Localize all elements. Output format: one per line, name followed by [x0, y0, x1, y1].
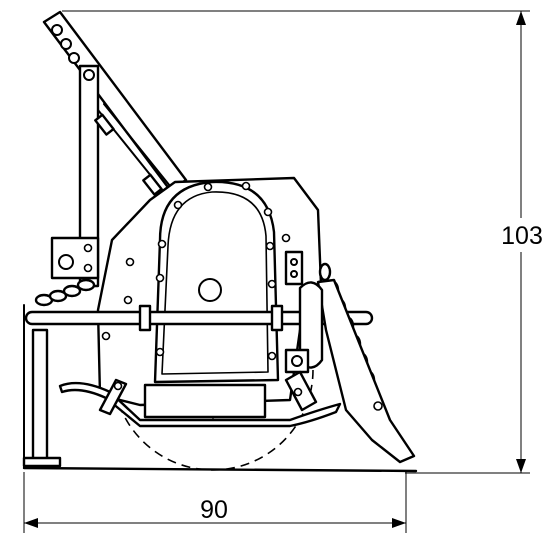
hitch-bracket-pin	[58, 254, 74, 270]
mast-top-pin	[83, 69, 95, 81]
cover-bolt-2	[203, 182, 213, 192]
width-arrow-right	[392, 518, 406, 528]
gearbox-housing	[96, 176, 324, 419]
width-arrow-left	[24, 518, 38, 528]
rear-link-bracket	[284, 250, 304, 286]
left-chain-link-3	[62, 284, 82, 298]
rear-link-assembly	[284, 250, 324, 412]
cover-bolt-3	[241, 181, 251, 191]
height-dimension-label: 103	[501, 222, 543, 250]
rear-flap-plate	[316, 278, 416, 464]
top-link-arm	[42, 10, 188, 192]
stand-leg	[31, 328, 49, 462]
height-label-backdrop	[498, 218, 546, 252]
mast-brace-clamp-top	[94, 113, 115, 136]
height-arrow-top	[516, 11, 526, 25]
cross-tube-clamp-left	[138, 304, 152, 332]
skid	[58, 381, 342, 428]
cover-bolt-12	[155, 347, 165, 357]
cover-bolt-6	[267, 279, 277, 289]
frame-bolt-4	[281, 233, 291, 243]
mast-brace-clamp-bottom	[142, 173, 163, 196]
height-arrow-bottom	[516, 459, 526, 473]
hitch-bracket-plate	[50, 236, 100, 280]
height-dimension: 103	[62, 10, 546, 474]
cover-bolt-10	[155, 273, 165, 283]
hitch-bracket-bolt-1	[83, 243, 93, 253]
width-dimension-label: 90	[200, 496, 228, 524]
cross-tube-clamp-right	[270, 304, 284, 332]
width-dimension: 90	[23, 472, 407, 533]
mast-brace-line-2	[103, 103, 171, 187]
stand-foot	[22, 456, 62, 468]
cover-bolt-4	[263, 207, 273, 217]
cross-tube-bar	[24, 310, 374, 326]
skid-left-bolt	[113, 381, 123, 391]
top-link-hole-2	[60, 38, 72, 50]
cover-bolt-9	[157, 239, 167, 249]
cover-bolt-5	[265, 241, 275, 251]
hitch-mast	[78, 64, 171, 288]
top-link-hole-3	[68, 52, 80, 64]
frame-bolt-1	[125, 257, 135, 267]
input-shaft	[198, 278, 222, 302]
frame-bolt-2	[123, 295, 133, 305]
ground-line	[22, 466, 418, 473]
rear-link-bracket-hole-2	[290, 270, 298, 278]
left-chain-link-2	[48, 289, 68, 303]
left-chain-link-4	[76, 278, 96, 292]
cross-tube	[24, 304, 374, 332]
gearbox-base	[143, 383, 267, 419]
parking-stand	[22, 304, 62, 469]
rear-flap	[316, 278, 416, 464]
top-link-hole-1	[51, 24, 63, 36]
right-chain-link-1	[318, 262, 332, 282]
cover-bolt-1	[173, 200, 183, 210]
rear-link-block-pin	[291, 355, 303, 367]
rear-link-bracket-hole-1	[290, 258, 298, 266]
lower-hitch-bracket	[34, 236, 100, 307]
frame-bolt-3	[101, 331, 111, 341]
hitch-bracket-bolt-2	[83, 263, 93, 273]
rear-flap-bolt	[373, 401, 383, 411]
chain-case-inner-outline	[161, 191, 269, 375]
rear-link-foot-bolt	[293, 387, 303, 397]
cover-bolt-8	[267, 351, 277, 361]
